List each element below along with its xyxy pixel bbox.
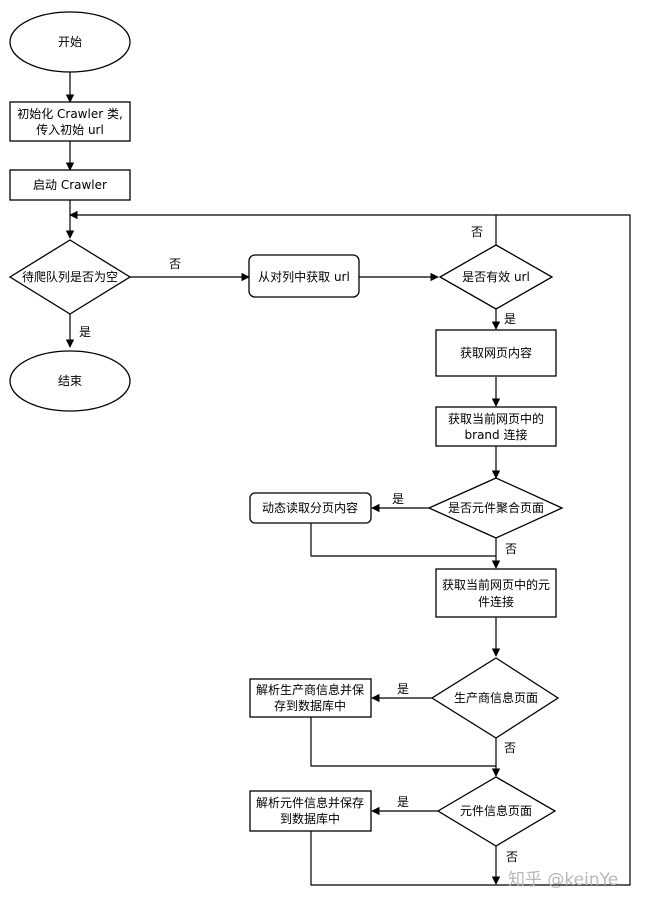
launch-label: 启动 Crawler (33, 178, 107, 192)
parse-manufacturer-label-line2: 存到数据库中 (274, 698, 346, 713)
start-node: 开始 (9, 11, 131, 73)
dynamic-read-label: 动态读取分页内容 (262, 500, 358, 515)
manufacturer-yes-label: 是 (397, 682, 409, 696)
component-links-label-line2: 件连接 (478, 594, 514, 609)
aggregate-yes-label: 是 (392, 492, 404, 506)
init-node: 初始化 Crawler 类, 传入初始 url (9, 101, 131, 142)
start-label: 开始 (58, 35, 82, 49)
valid-yes-label: 是 (504, 312, 516, 326)
init-label-line1: 初始化 Crawler 类, (17, 107, 123, 121)
component-no-label: 否 (506, 850, 518, 864)
queue-empty-decision: 待爬队列是否为空 (8, 239, 132, 315)
edge-labels: 否 是 否 是 是 否 是 否 是 否 (79, 225, 518, 864)
component-links-node: 获取当前网页中的元 件连接 (435, 568, 557, 618)
component-links-label-line1: 获取当前网页中的元 (442, 577, 550, 592)
manufacturer-page-decision: 生产商信息页面 (430, 657, 560, 739)
valid-url-decision: 是否有效 url (438, 244, 554, 310)
component-page-decision: 元件信息页面 (436, 776, 557, 847)
edge-return-loop (496, 214, 631, 886)
component-page-label: 元件信息页面 (460, 803, 532, 818)
aggregate-no-label: 否 (505, 542, 517, 556)
parse-component-label-line2: 到数据库中 (280, 811, 340, 826)
end-node: 结束 (9, 350, 131, 412)
end-label: 结束 (58, 374, 82, 388)
manufacturer-no-label: 否 (504, 741, 516, 755)
brand-links-node: 获取当前网页中的 brand 连接 (435, 406, 557, 447)
queue-yes-label: 是 (79, 325, 91, 339)
get-url-label: 从对列中获取 url (258, 269, 350, 284)
parse-manufacturer-node: 解析生产商信息并保 存到数据库中 (249, 678, 372, 718)
queue-empty-label: 待爬队列是否为空 (22, 269, 118, 284)
parse-manufacturer-label-line1: 解析生产商信息并保 (256, 682, 364, 697)
valid-no-label: 否 (471, 225, 483, 239)
brand-label-line2: brand 连接 (465, 427, 528, 442)
launch-node: 启动 Crawler (9, 169, 131, 201)
edge-valid-no-loop (69, 210, 497, 245)
get-url-node: 从对列中获取 url (248, 254, 360, 298)
dynamic-read-node: 动态读取分页内容 (249, 492, 372, 524)
valid-url-label: 是否有效 url (462, 269, 530, 284)
component-yes-label: 是 (397, 795, 409, 809)
watermark: 知乎 @keinYe (508, 870, 618, 890)
aggregate-label: 是否元件聚合页面 (448, 500, 544, 515)
brand-label-line1: 获取当前网页中的 (448, 411, 544, 426)
init-label-line2: 传入初始 url (36, 122, 104, 137)
aggregate-decision: 是否元件聚合页面 (427, 477, 564, 539)
edge-dynamic-back (310, 523, 496, 557)
manufacturer-page-label: 生产商信息页面 (454, 690, 538, 705)
get-page-label: 获取网页内容 (460, 345, 532, 360)
edges (65, 72, 631, 886)
parse-component-node: 解析元件信息并保存 到数据库中 (249, 790, 372, 832)
queue-no-label: 否 (169, 257, 181, 271)
parse-component-label-line1: 解析元件信息并保存 (256, 795, 364, 810)
edge-parse-mfr-back (310, 717, 496, 767)
get-page-node: 获取网页内容 (435, 329, 557, 377)
edge-parse-comp-back (310, 831, 496, 886)
